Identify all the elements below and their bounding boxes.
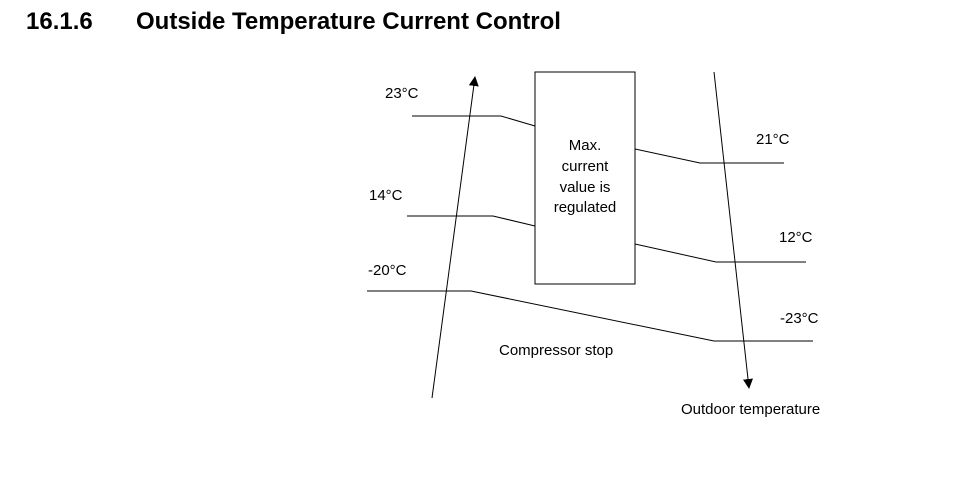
section-number: 16.1.6 xyxy=(26,8,93,35)
outdoor-temperature-axis-label: Outdoor temperature xyxy=(681,401,820,418)
label-23c: 23°C xyxy=(385,85,419,102)
threshold-line-23c xyxy=(412,115,536,127)
rising-temperature-arrow xyxy=(431,76,479,399)
threshold-line-14c xyxy=(407,215,536,227)
label-14c: 14°C xyxy=(369,187,403,204)
compressor-stop-label: Compressor stop xyxy=(499,342,613,359)
section-heading: 16.1.6 Outside Temperature Current Contro… xyxy=(26,6,561,38)
label-minus-23c: -23°C xyxy=(780,310,819,327)
current-regulated-zone xyxy=(534,71,636,285)
box-label-line-4: regulated xyxy=(554,199,617,216)
threshold-line-21c xyxy=(634,148,784,164)
label-12c: 12°C xyxy=(779,229,813,246)
threshold-line-12c xyxy=(634,243,806,263)
box-label-line-1: Max. xyxy=(569,137,602,154)
label-minus-20c: -20°C xyxy=(368,262,407,279)
falling-temperature-arrow xyxy=(713,71,753,389)
box-label-line-3: value is xyxy=(560,179,611,196)
label-21c: 21°C xyxy=(756,131,790,148)
threshold-line-minus-20c xyxy=(367,290,813,342)
box-label-line-2: current xyxy=(562,158,610,175)
section-title: Outside Temperature Current Control xyxy=(136,8,561,35)
